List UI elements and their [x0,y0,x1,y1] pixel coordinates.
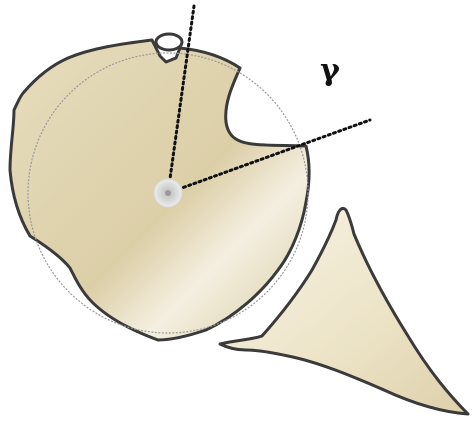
angle-gamma-label: γ [320,53,340,88]
top-notch-loop [156,34,182,50]
center-dot [165,190,171,196]
